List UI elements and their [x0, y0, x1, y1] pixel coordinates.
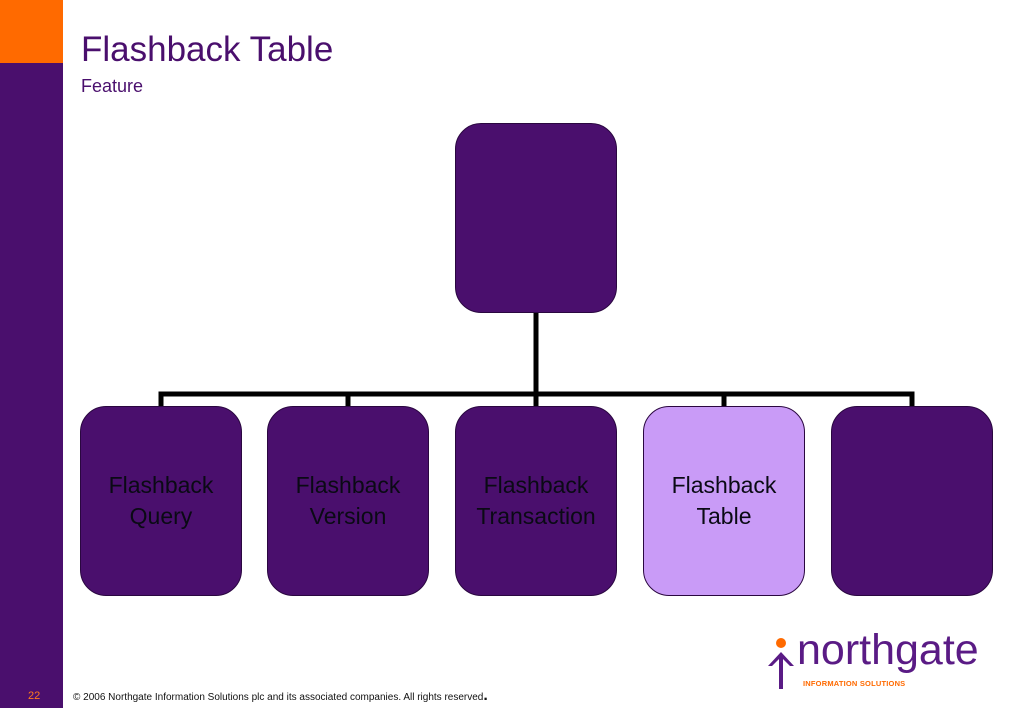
- node-label-line: Transaction: [476, 503, 596, 529]
- copyright-dot: .: [483, 687, 488, 704]
- side-accent-block: [0, 0, 63, 63]
- node-label-line: Flashback: [108, 472, 214, 498]
- node-label-line: Query: [129, 503, 193, 529]
- node-label-line: Flashback: [295, 472, 401, 498]
- node-label-line: Flashback: [483, 472, 589, 498]
- node-label-line: Table: [696, 503, 752, 529]
- copyright-footer: © 2006 Northgate Information Solutions p…: [73, 687, 488, 705]
- logo-wordmark: northgate: [797, 626, 979, 674]
- logo-arrow-icon: [768, 638, 794, 689]
- node-empty: [831, 406, 993, 596]
- slide-number: 22: [28, 690, 41, 702]
- side-bar: [0, 0, 63, 708]
- slide-title: Flashback Table: [81, 30, 334, 69]
- node-label-line: Version: [309, 503, 387, 529]
- slide-subtitle: Feature: [81, 76, 144, 96]
- logo-tagline: INFORMATION SOLUTIONS: [803, 679, 906, 688]
- node-label-line: Flashback: [671, 472, 777, 498]
- root-node: [455, 123, 617, 313]
- northgate-logo: northgate INFORMATION SOLUTIONS: [765, 626, 1005, 692]
- copyright-text: © 2006 Northgate Information Solutions p…: [73, 692, 484, 703]
